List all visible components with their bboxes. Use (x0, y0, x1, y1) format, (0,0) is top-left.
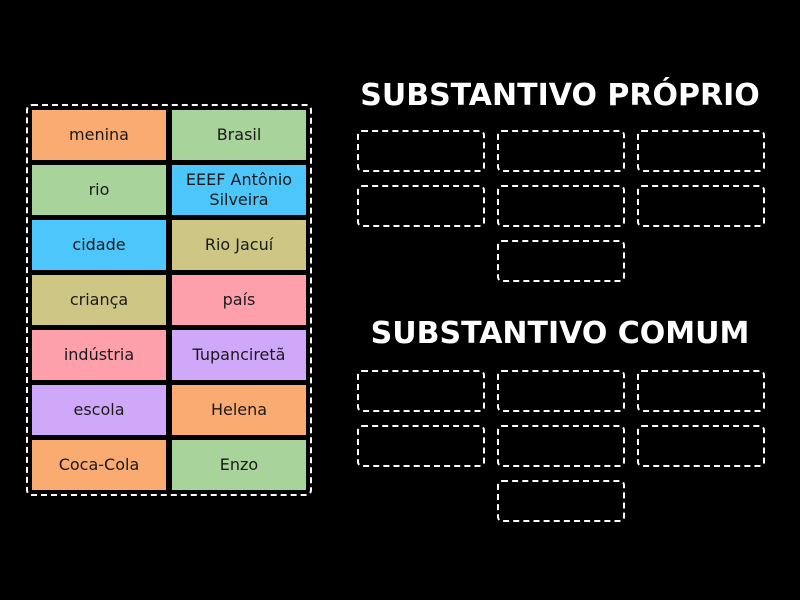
drop-slot-proprio[interactable] (497, 130, 625, 172)
group-title-proprio: SUBSTANTIVO PRÓPRIO (360, 78, 760, 113)
drop-slot-comum[interactable] (497, 480, 625, 522)
word-tile[interactable]: Helena (172, 385, 306, 435)
word-tile[interactable]: EEEF Antônio Silveira (172, 165, 306, 215)
word-tile[interactable]: Brasil (172, 110, 306, 160)
drop-slot-proprio[interactable] (357, 130, 485, 172)
word-tile[interactable]: Coca-Cola (32, 440, 166, 490)
word-bank (26, 104, 312, 496)
drop-slot-proprio[interactable] (497, 240, 625, 282)
word-tile[interactable]: Tupanciretã (172, 330, 306, 380)
drop-slot-proprio[interactable] (637, 185, 765, 227)
word-tile[interactable]: cidade (32, 220, 166, 270)
word-tile[interactable]: criança (32, 275, 166, 325)
drop-slot-comum[interactable] (357, 425, 485, 467)
drop-slot-comum[interactable] (357, 370, 485, 412)
word-tile[interactable]: menina (32, 110, 166, 160)
word-tile[interactable]: Rio Jacuí (172, 220, 306, 270)
drop-slot-proprio[interactable] (637, 130, 765, 172)
drop-slot-comum[interactable] (637, 425, 765, 467)
drop-slot-comum[interactable] (497, 370, 625, 412)
word-tile[interactable]: indústria (32, 330, 166, 380)
drop-slot-comum[interactable] (637, 370, 765, 412)
drop-slot-comum[interactable] (497, 425, 625, 467)
drop-slot-proprio[interactable] (357, 185, 485, 227)
word-tile[interactable]: país (172, 275, 306, 325)
drop-slot-proprio[interactable] (497, 185, 625, 227)
word-tile[interactable]: rio (32, 165, 166, 215)
word-tile[interactable]: Enzo (172, 440, 306, 490)
word-tile[interactable]: escola (32, 385, 166, 435)
group-title-comum: SUBSTANTIVO COMUM (370, 316, 750, 351)
